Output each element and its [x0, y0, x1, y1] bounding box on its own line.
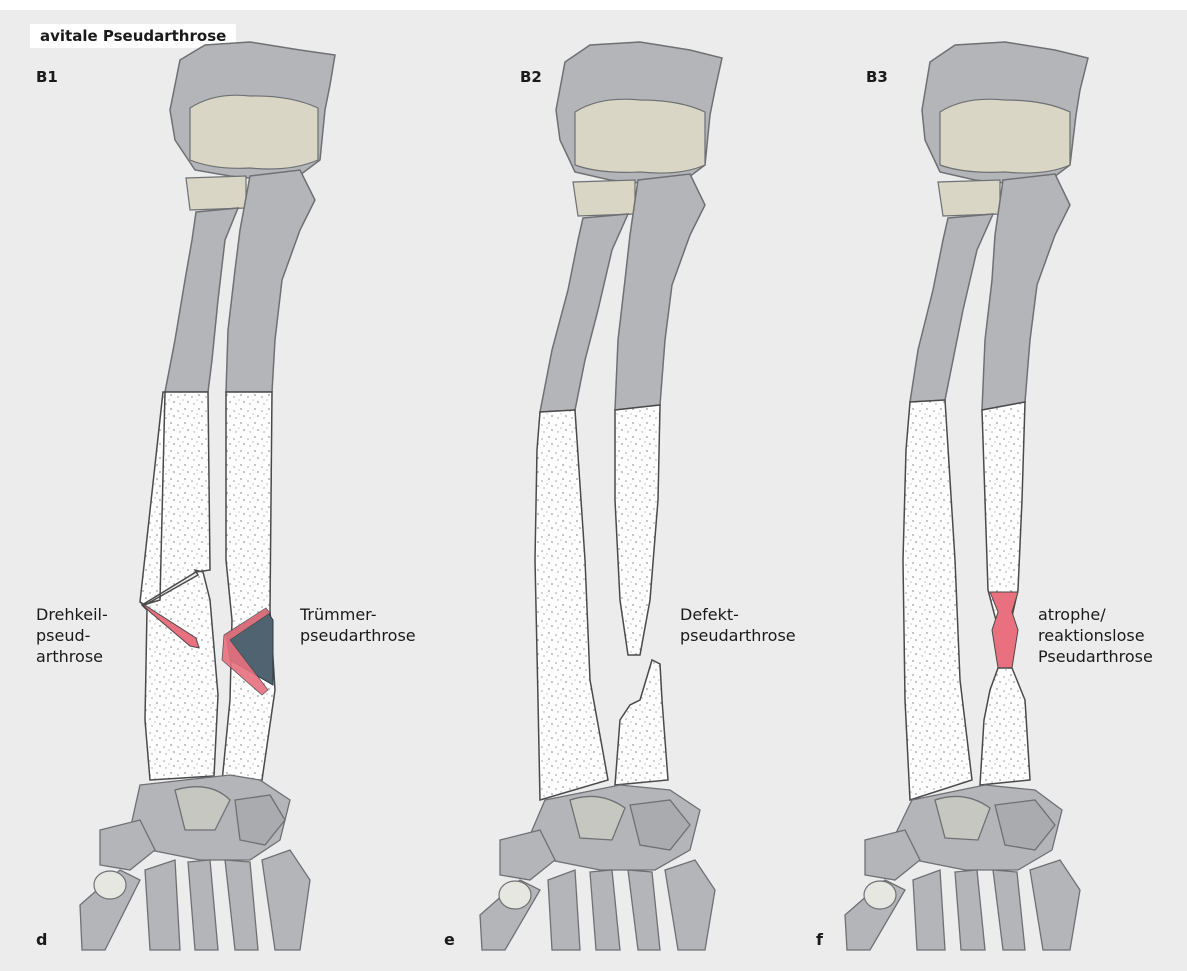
b2-ulna-proximal — [615, 405, 660, 655]
b2-ulna-distal — [615, 660, 668, 785]
b1-radius-head — [186, 176, 246, 210]
panel-label-b3: B3 — [866, 68, 888, 86]
panel-sublabel-e: e — [444, 930, 455, 949]
panel-sublabel-d: d — [36, 930, 47, 949]
annotation-drehkeil: Drehkeil- pseud- arthrose — [36, 604, 108, 667]
b3-atrophic-gap — [990, 592, 1018, 668]
panel-sublabel-f: f — [816, 930, 823, 949]
panel-label-b2: B2 — [520, 68, 542, 86]
b3-radius-cortex — [903, 400, 972, 800]
panel-b1-illustration — [80, 42, 335, 950]
b3-ulna-distal — [980, 668, 1030, 785]
b1-radius-cortex — [140, 392, 218, 780]
b1-trochlea — [190, 95, 318, 169]
b1-ulna-cortex — [222, 392, 275, 782]
b1-carpals — [100, 775, 290, 870]
panel-b3-illustration — [845, 42, 1088, 950]
panel-b2-illustration — [480, 42, 722, 950]
panel-label-b1: B1 — [36, 68, 58, 86]
annotation-atrophe: atrophe/ reaktionslose Pseudarthrose — [1038, 604, 1153, 667]
b2-radius-cortex — [535, 410, 608, 800]
annotation-defekt: Defekt- pseudarthrose — [680, 604, 796, 646]
annotation-truemmer: Trümmer- pseudarthrose — [300, 604, 416, 646]
